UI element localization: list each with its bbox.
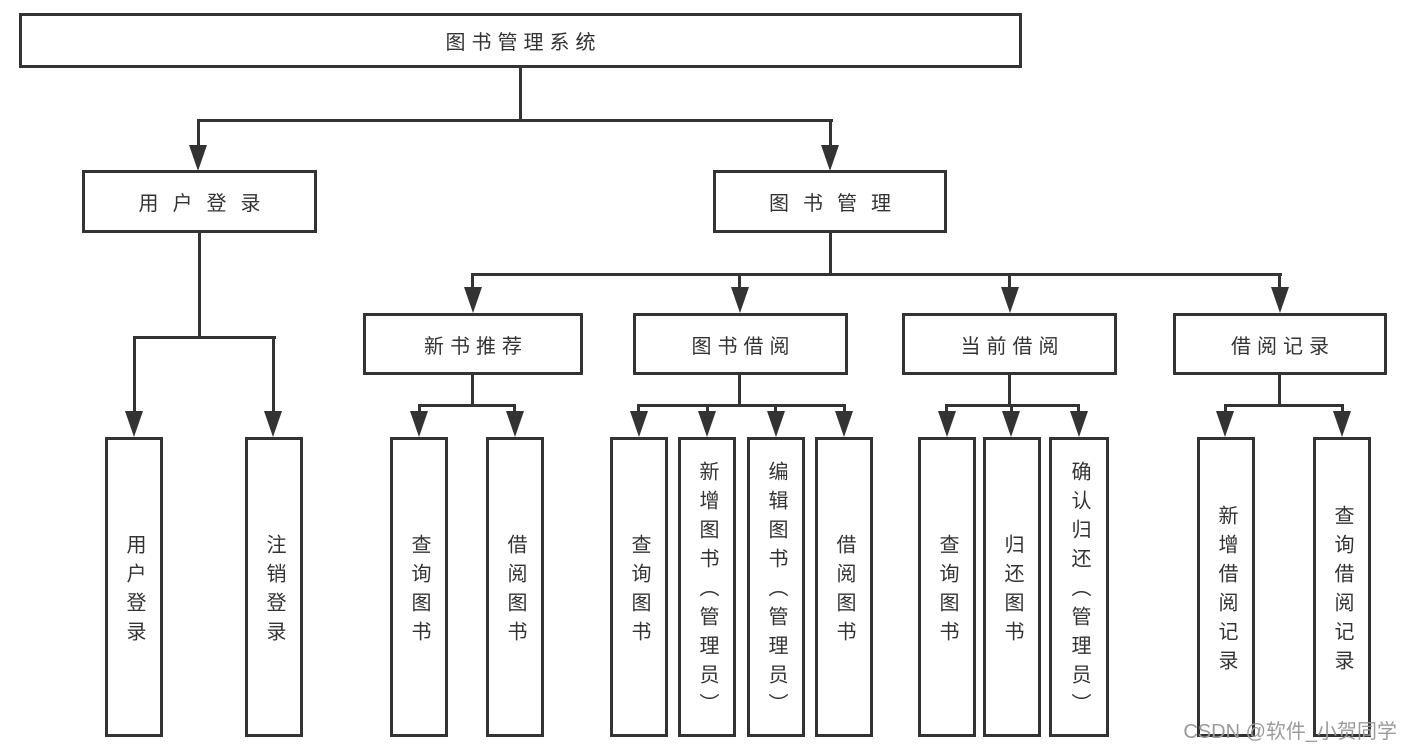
leaf-borrow-books-recommend-label: 借阅图书 bbox=[504, 533, 526, 650]
connector-line bbox=[1278, 375, 1281, 407]
arrow-down-icon bbox=[630, 411, 648, 437]
connector-line bbox=[1008, 375, 1011, 407]
leaf-borrow-books: 借阅图书 bbox=[815, 437, 873, 737]
connector-line bbox=[829, 233, 832, 276]
connector-line bbox=[198, 233, 201, 339]
arrow-down-icon bbox=[1070, 411, 1088, 437]
leaf-borrow-books-label: 借阅图书 bbox=[833, 533, 855, 650]
connector-line bbox=[197, 119, 833, 122]
connector-line bbox=[519, 68, 522, 122]
leaf-add-borrow-record: 新增借阅记录 bbox=[1197, 437, 1255, 737]
arrow-down-icon bbox=[1002, 411, 1020, 437]
connector-line bbox=[945, 404, 948, 416]
node-new-book-recommend-label: 新书推荐 bbox=[424, 335, 528, 358]
arrow-down-icon bbox=[835, 411, 853, 437]
connector-line bbox=[1010, 404, 1013, 416]
connector-line bbox=[1224, 404, 1343, 407]
arrow-down-icon bbox=[1271, 287, 1289, 313]
node-book-borrow-label: 图书借阅 bbox=[691, 335, 796, 358]
connector-line bbox=[272, 336, 275, 415]
node-book-management-label: 图书管理 bbox=[769, 193, 905, 215]
leaf-add-book-admin-label: 新增图书（管理员） bbox=[696, 461, 718, 722]
connector-line bbox=[706, 404, 709, 416]
leaf-query-books-borrow: 查询图书 bbox=[610, 437, 668, 737]
leaf-borrow-books-recommend: 借阅图书 bbox=[486, 437, 544, 737]
connector-line bbox=[418, 404, 421, 416]
leaf-confirm-return-admin-label: 确认归还（管理员） bbox=[1068, 461, 1090, 722]
node-new-book-recommend: 新书推荐 bbox=[363, 313, 583, 375]
leaf-user-login-label: 用户登录 bbox=[123, 533, 145, 650]
connector-line bbox=[1224, 404, 1227, 416]
arrow-down-icon bbox=[767, 411, 785, 437]
leaf-query-books-borrow-label: 查询图书 bbox=[628, 533, 650, 650]
leaf-query-books-current: 查询图书 bbox=[918, 437, 976, 737]
node-user-login: 用户登录 bbox=[82, 170, 317, 233]
connector-line bbox=[1008, 273, 1011, 293]
arrow-down-icon bbox=[264, 411, 282, 437]
connector-line bbox=[946, 404, 1080, 407]
connector-line bbox=[1341, 404, 1344, 416]
watermark: CSDN @软件_小贺同学 bbox=[1183, 721, 1397, 743]
connector-line bbox=[1077, 404, 1080, 416]
arrow-down-icon bbox=[464, 287, 482, 313]
connector-line bbox=[197, 119, 200, 150]
arrow-down-icon bbox=[125, 411, 143, 437]
leaf-query-borrow-record: 查询借阅记录 bbox=[1313, 437, 1371, 737]
connector-line bbox=[829, 119, 832, 150]
connector-line bbox=[133, 336, 136, 415]
node-borrow-records-label: 借阅记录 bbox=[1231, 335, 1335, 358]
leaf-return-books: 归还图书 bbox=[983, 437, 1041, 737]
leaf-return-books-label: 归还图书 bbox=[1001, 533, 1023, 650]
node-library-system: 图书管理系统 bbox=[19, 13, 1022, 68]
arrow-down-icon bbox=[698, 411, 716, 437]
node-current-borrow: 当前借阅 bbox=[902, 313, 1117, 375]
connector-line bbox=[418, 404, 516, 407]
leaf-edit-book-admin-label: 编辑图书（管理员） bbox=[765, 461, 787, 722]
arrow-down-icon bbox=[410, 411, 428, 437]
connector-line bbox=[472, 273, 1282, 276]
node-book-management: 图书管理 bbox=[713, 170, 947, 233]
node-library-system-label: 图书管理系统 bbox=[445, 32, 602, 54]
leaf-add-borrow-record-label: 新增借阅记录 bbox=[1215, 504, 1237, 679]
leaf-logout: 注销登录 bbox=[245, 437, 303, 737]
arrow-down-icon bbox=[1001, 287, 1019, 313]
connector-line bbox=[738, 375, 741, 407]
connector-line bbox=[774, 404, 777, 416]
arrow-down-icon bbox=[189, 145, 207, 171]
connector-line bbox=[637, 404, 640, 416]
connector-line bbox=[738, 273, 741, 293]
arrow-down-icon bbox=[1333, 411, 1351, 437]
leaf-query-books-recommend-label: 查询图书 bbox=[408, 533, 430, 650]
connector-line bbox=[471, 375, 474, 407]
arrow-down-icon bbox=[821, 145, 839, 171]
connector-line bbox=[133, 336, 276, 339]
arrow-down-icon bbox=[938, 411, 956, 437]
node-user-login-label: 用户登录 bbox=[138, 193, 275, 215]
arrow-down-icon bbox=[1216, 411, 1234, 437]
connector-line bbox=[513, 404, 516, 416]
connector-line bbox=[843, 404, 846, 416]
leaf-confirm-return-admin: 确认归还（管理员） bbox=[1049, 437, 1109, 737]
leaf-query-books-current-label: 查询图书 bbox=[936, 533, 958, 650]
leaf-query-borrow-record-label: 查询借阅记录 bbox=[1331, 504, 1353, 679]
connector-line bbox=[1278, 273, 1281, 293]
node-borrow-records: 借阅记录 bbox=[1173, 313, 1387, 375]
leaf-logout-label: 注销登录 bbox=[263, 533, 285, 650]
leaf-add-book-admin: 新增图书（管理员） bbox=[678, 437, 736, 737]
arrow-down-icon bbox=[506, 411, 524, 437]
leaf-query-books-recommend: 查询图书 bbox=[390, 437, 448, 737]
node-book-borrow: 图书借阅 bbox=[633, 313, 848, 375]
leaf-edit-book-admin: 编辑图书（管理员） bbox=[747, 437, 805, 737]
connector-line bbox=[471, 273, 474, 293]
leaf-user-login: 用户登录 bbox=[105, 437, 163, 737]
node-current-borrow-label: 当前借阅 bbox=[960, 335, 1065, 358]
arrow-down-icon bbox=[731, 287, 749, 313]
connector-line bbox=[638, 404, 846, 407]
